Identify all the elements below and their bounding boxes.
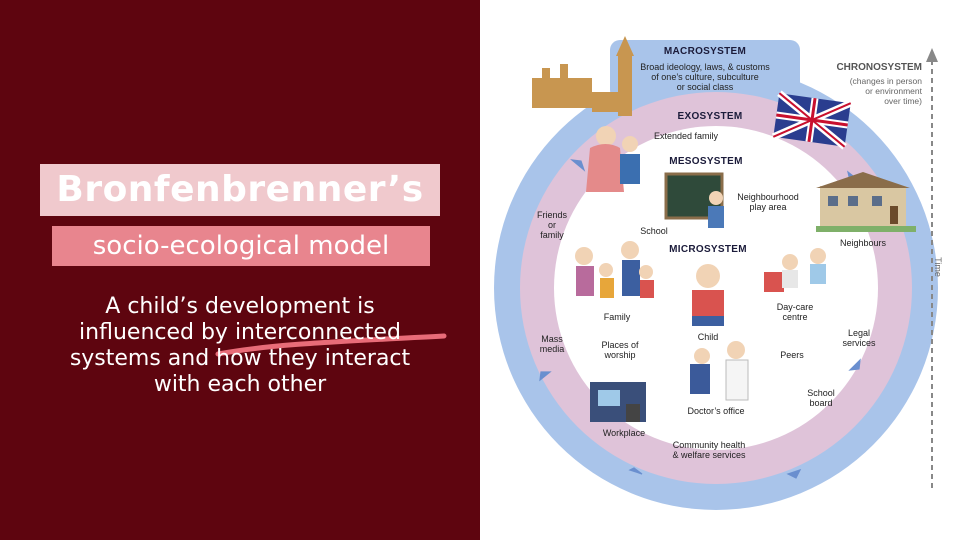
time-arrow-head [926, 48, 938, 62]
label-doctors-office: Doctor’s office [687, 406, 745, 416]
macrosystem-title: MACROSYSTEM [663, 46, 747, 57]
label-school: School [640, 226, 668, 236]
label-extended-family: Extended family [653, 131, 719, 141]
diagram-rings [494, 36, 938, 510]
subtitle-highlight [52, 226, 430, 266]
grandparent-illustration [586, 126, 640, 192]
houses-illustration [816, 172, 916, 232]
exosystem-title: EXOSYSTEM [677, 111, 743, 122]
label-places-of-worship: Places of worship [601, 340, 639, 360]
chronosystem-description: (changes in person or environment over t… [849, 76, 922, 106]
label-mass-media: Mass media [539, 334, 565, 354]
ecological-model-diagram: MACROSYSTEM Broad ideology, laws, & cust… [480, 0, 960, 540]
macrosystem-description: Broad ideology, laws, & customs of one’s… [640, 62, 770, 92]
daycare-illustration [764, 248, 826, 292]
mesosystem-title: MESOSYSTEM [669, 156, 743, 167]
label-family: Family [603, 312, 631, 322]
label-legal-services: Legal services [842, 328, 876, 348]
family-illustration [575, 241, 654, 298]
slide-title: Bronfenbrenner’s [56, 169, 424, 210]
label-school-board: School board [807, 388, 835, 408]
union-flag-illustration [771, 90, 853, 150]
label-neighbours: Neighbours [839, 238, 887, 248]
title-highlight [40, 164, 440, 216]
label-child: Child [697, 332, 719, 342]
microsystem-area [554, 126, 878, 450]
label-peers: Peers [780, 350, 804, 360]
workplace-illustration [590, 382, 646, 422]
underline-scribble [215, 333, 447, 357]
description-line: systems and how they interact [69, 346, 411, 371]
child-illustration [692, 264, 724, 326]
description-line: with each other [153, 372, 327, 397]
label-workplace: Workplace [602, 428, 646, 438]
description-line: A child’s development is [105, 294, 375, 319]
label-neighbourhood: Neighbourhood play area [737, 192, 799, 212]
slide-subtitle: socio-ecological model [92, 231, 390, 261]
chronosystem-title: CHRONOSYSTEM [836, 62, 922, 73]
description-line: influenced by interconnected [79, 320, 401, 345]
microsystem-title: MICROSYSTEM [669, 244, 747, 255]
label-day-care: Day-care centre [776, 302, 814, 322]
parliament-illustration [532, 36, 634, 116]
slide-description: A child’s development is influenced by i… [30, 294, 450, 398]
doctor-illustration [690, 341, 749, 401]
label-friends-family: Friends or family [536, 210, 567, 240]
time-axis-label: Time [932, 257, 943, 277]
title-panel: Bronfenbrenner’s socio-ecological model … [0, 0, 480, 540]
school-illustration [664, 172, 724, 228]
label-community-health: Community health & welfare services [672, 440, 746, 460]
